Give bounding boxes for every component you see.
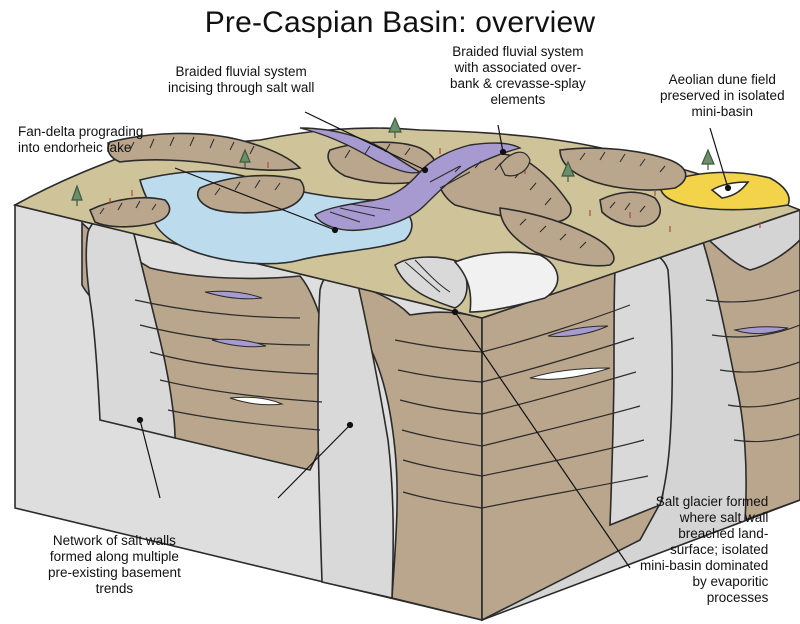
label-salt-walls: Network of salt walls formed along multi… xyxy=(48,533,181,597)
label-salt-glacier: Salt glacier formed where salt wall brea… xyxy=(640,494,768,606)
diagram-title: Pre-Caspian Basin: overview xyxy=(0,6,800,40)
salt-wall-3 xyxy=(610,251,672,525)
tree-icon xyxy=(702,150,714,170)
label-aeolian: Aeolian dune field preserved in isolated… xyxy=(660,72,785,120)
label-braided-incising: Braided fluvial system incising through … xyxy=(168,64,314,96)
label-braided-overbank: Braided fluvial system with associated o… xyxy=(450,44,586,108)
label-fan-delta: Fan-delta prograding into endorheic lake xyxy=(18,124,143,156)
